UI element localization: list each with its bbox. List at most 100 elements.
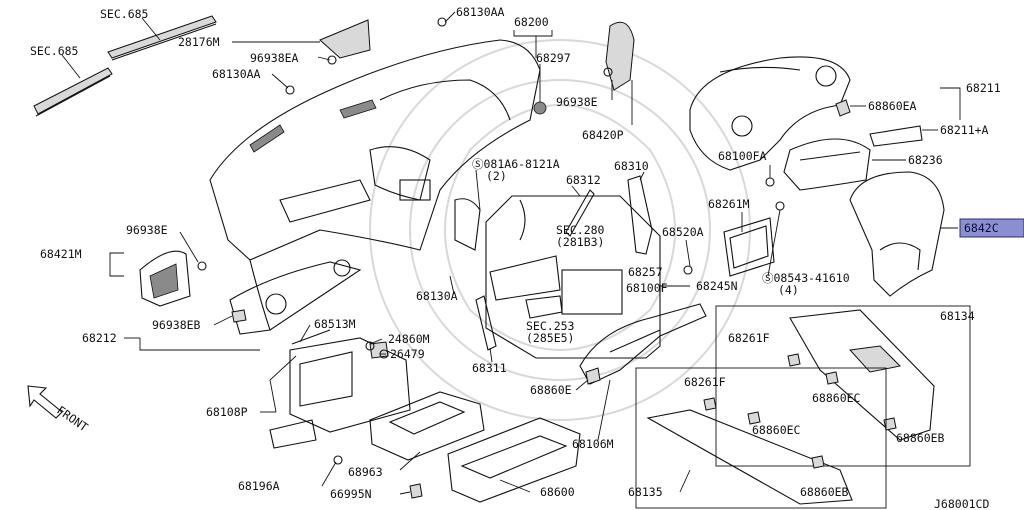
label-sec280: SEC.280 (556, 223, 605, 237)
label-28176m: 28176M (178, 35, 220, 49)
label-68236: 68236 (908, 153, 943, 167)
label-66995n: 66995N (330, 487, 372, 501)
label-sec280-sub: (281B3) (556, 235, 604, 249)
rod-68513m (291, 329, 331, 345)
label-68135: 68135 (628, 485, 663, 499)
label-68860ea: 68860EA (868, 99, 917, 113)
label-68860ec-a: 68860EC (812, 391, 861, 405)
label-68130aa-top: 68130AA (456, 5, 505, 19)
screw-68130aa-top (437, 17, 447, 27)
label-68261f-a: 68261F (728, 331, 770, 345)
clip-68860ec-b (747, 411, 761, 425)
label-68130aa-left: 68130AA (212, 67, 261, 81)
screw-68100fa (765, 177, 775, 187)
highlight-callout[interactable]: 6842C (959, 218, 1024, 238)
mount-bracket-68106m (579, 303, 707, 385)
vent-68421m (139, 250, 191, 307)
label-68421m: 68421M (40, 247, 82, 261)
center-console-group (485, 195, 661, 359)
glovebox-lid-68600 (447, 417, 581, 503)
label-68212: 68212 (82, 331, 117, 345)
clip-68520a (683, 265, 693, 275)
sec685-strip-left (33, 67, 113, 117)
label-68311: 68311 (472, 361, 507, 375)
label-68297: 68297 (536, 51, 571, 65)
label-68513m: 68513M (314, 317, 356, 331)
clip-96938eb (231, 309, 247, 323)
console-panel-68134-box (715, 305, 971, 467)
label-68261f-b: 68261F (684, 375, 726, 389)
label-sec253: SEC.253 (526, 319, 575, 333)
label-sec253-sub: (285E5) (526, 331, 574, 345)
label-68600: 68600 (540, 485, 575, 499)
label-08543: Ⓢ08543-41610 (762, 271, 850, 285)
label-sec685-left: SEC.685 (30, 44, 78, 58)
label-68106m: 68106M (572, 437, 614, 451)
vent-68421m-grille (149, 263, 179, 299)
clip-68860ea (835, 99, 851, 117)
clip-68261f-a (787, 353, 801, 367)
label-68134: 68134 (940, 309, 975, 323)
label-68520a: 68520A (662, 225, 704, 239)
glovebox-housing-68108p (269, 337, 411, 449)
label-96938e-left: 96938E (126, 223, 168, 237)
label-96938ea: 96938EA (250, 51, 299, 65)
instrument-panel-upper (209, 39, 541, 331)
highlight-box[interactable] (959, 218, 1024, 238)
label-68245n: 68245N (696, 279, 738, 293)
console-panel-68135 (646, 409, 853, 505)
label-68108p: 68108P (206, 405, 248, 419)
label-68860eb-b: 68860EB (800, 485, 849, 499)
display-68261m (723, 217, 775, 277)
rod-68312 (565, 189, 595, 237)
sec685-strip-top (107, 15, 217, 61)
label-68100f: 68100F (626, 281, 668, 295)
label-68420p: 68420P (582, 128, 624, 142)
screw-08543 (775, 201, 785, 211)
label-68963: 68963 (348, 465, 383, 479)
clip-96938e-top (603, 67, 613, 77)
clip-96938e-left (197, 261, 207, 271)
label-081a6-qty: (2) (486, 169, 507, 183)
console-panel-68134 (789, 309, 935, 441)
label-68130a: 68130A (416, 289, 458, 303)
diagram-id: J68001CD (934, 497, 989, 510)
label-68860eb-a: 68860EB (896, 431, 945, 445)
grommet-68297 (533, 101, 547, 115)
label-68860ec-b: 68860EC (752, 423, 801, 437)
label-68211: 68211 (966, 81, 1001, 95)
label-68200: 68200 (514, 15, 549, 29)
label-08543-qty: (4) (778, 283, 799, 297)
cluster-lid-68211 (689, 56, 851, 171)
label-68196a: 68196A (238, 479, 280, 493)
label-68100fa: 68100FA (718, 149, 767, 163)
label-24860m: 24860M (388, 332, 430, 346)
clip-68860eb-b (811, 455, 825, 469)
clip-68860e (585, 367, 601, 385)
label-sec685-top: SEC.685 (100, 7, 148, 21)
label-68261m: 68261M (708, 197, 750, 211)
part-labels: SEC.685 SEC.685 28176M 96938EA 68130AA 6… (30, 5, 1001, 510)
clip-96938ea (327, 55, 337, 65)
bracket-68311 (475, 295, 497, 351)
label-68211a: 68211+A (940, 123, 989, 137)
console-panel-68135-box (635, 367, 887, 509)
label-26479: 26479 (390, 347, 425, 361)
clip-68860ec-a (825, 371, 839, 385)
screw-68196a (333, 455, 343, 465)
finisher-68310 (627, 175, 653, 255)
label-081a6: Ⓢ081A6-8121A (472, 157, 560, 171)
clip-68860eb-a (883, 417, 897, 431)
label-96938eb: 96938EB (152, 318, 201, 332)
lower-cover-68212 (229, 259, 362, 335)
label-68860e: 68860E (530, 383, 572, 397)
tray-68963 (369, 391, 485, 461)
finisher-68236 (783, 138, 871, 191)
clip-66995n (409, 483, 423, 499)
watermark-emblem (369, 39, 751, 421)
bumper-24860m (365, 341, 375, 351)
leader-lines (61, 11, 961, 495)
highlight-label[interactable]: 6842C (964, 221, 999, 235)
screw-68130aa-left (285, 85, 295, 95)
